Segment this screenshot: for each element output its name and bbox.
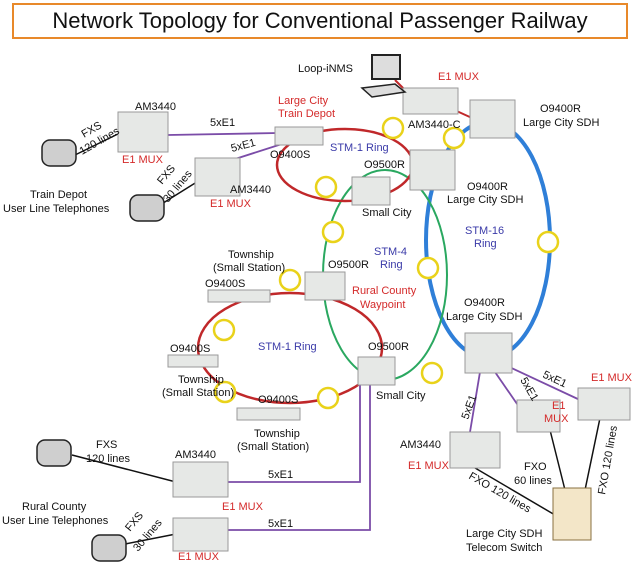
label: FXS — [96, 439, 117, 451]
label: Train Depot — [278, 108, 335, 120]
label: (Small Station) — [162, 387, 234, 399]
label: 5xE1 — [230, 137, 257, 155]
label: STM-16 — [465, 225, 504, 237]
label: E1 MUX — [408, 460, 450, 472]
label: FXS — [123, 510, 146, 534]
label: Ring — [380, 259, 403, 271]
label: STM-1 Ring — [258, 341, 317, 353]
label: Train Depot — [30, 189, 87, 201]
label: Township — [254, 428, 300, 440]
label: Small City — [376, 390, 426, 402]
label: O9400S — [258, 394, 298, 406]
label: E1 MUX — [222, 501, 264, 513]
label: MUX — [544, 413, 569, 425]
label: Telecom Switch — [466, 542, 542, 554]
label: 5xE1 — [268, 469, 293, 481]
label: STM-4 — [374, 246, 407, 258]
label: O9500R — [364, 159, 405, 171]
label: Large City SDH — [446, 311, 522, 323]
label: O9500R — [368, 341, 409, 353]
label: O9400S — [205, 278, 245, 290]
e1-links — [167, 132, 581, 531]
label: User Line Telephones — [2, 515, 109, 527]
label: 60 lines — [514, 475, 552, 487]
phone-lines — [71, 131, 601, 546]
label: Ring — [474, 238, 497, 250]
label: Large City SDH — [523, 117, 599, 129]
label: User Line Telephones — [3, 203, 110, 215]
computer-icon — [360, 54, 407, 98]
label: FXO — [524, 461, 547, 473]
telecom-switch-icon — [552, 487, 592, 541]
label: O9400R — [464, 297, 505, 309]
label: 5xE1 — [541, 369, 569, 390]
label: 120 lines — [86, 453, 131, 465]
optical-connector-icon — [212, 116, 560, 410]
label: Township — [228, 249, 274, 261]
label: O9400S — [170, 343, 210, 355]
label: AM3440 — [175, 449, 216, 461]
label: AM3440 — [135, 101, 176, 113]
diagram-title: Network Topology for Conventional Passen… — [12, 3, 628, 39]
label: AM3440 — [400, 439, 441, 451]
label: Large City — [278, 95, 329, 107]
label: 5xE1 — [460, 393, 480, 421]
label: Loop-iNMS — [298, 63, 353, 75]
label: 5xE1 — [210, 117, 235, 129]
label: Waypoint — [360, 299, 405, 311]
label: (Small Station) — [213, 262, 285, 274]
label: Large City SDH — [447, 194, 523, 206]
label: O9500R — [328, 259, 369, 271]
label: Rural County — [22, 501, 87, 513]
stm1-ring-bottom — [196, 291, 384, 405]
label: O9400S — [270, 149, 310, 161]
label: E1 MUX — [178, 551, 220, 563]
label: E1 MUX — [210, 198, 252, 210]
label: (Small Station) — [237, 441, 309, 453]
label: FXO 120 lines — [596, 424, 620, 495]
label: Large City SDH — [466, 528, 542, 540]
label: E1 MUX — [122, 154, 164, 166]
label: Small City — [362, 207, 412, 219]
label: STM-1 Ring — [330, 142, 389, 154]
telephone-icon — [36, 139, 165, 562]
label: 5xE1 — [268, 518, 293, 530]
label: E1 — [552, 400, 565, 412]
rack-device-icon — [117, 87, 631, 552]
label: AM3440 — [230, 184, 271, 196]
label: O9400R — [467, 181, 508, 193]
label: Township — [178, 374, 224, 386]
label: AM3440-C — [408, 119, 461, 131]
label: E1 MUX — [438, 71, 480, 83]
label: O9400R — [540, 103, 581, 115]
label: E1 MUX — [591, 372, 633, 384]
label: Rural County — [352, 285, 417, 297]
